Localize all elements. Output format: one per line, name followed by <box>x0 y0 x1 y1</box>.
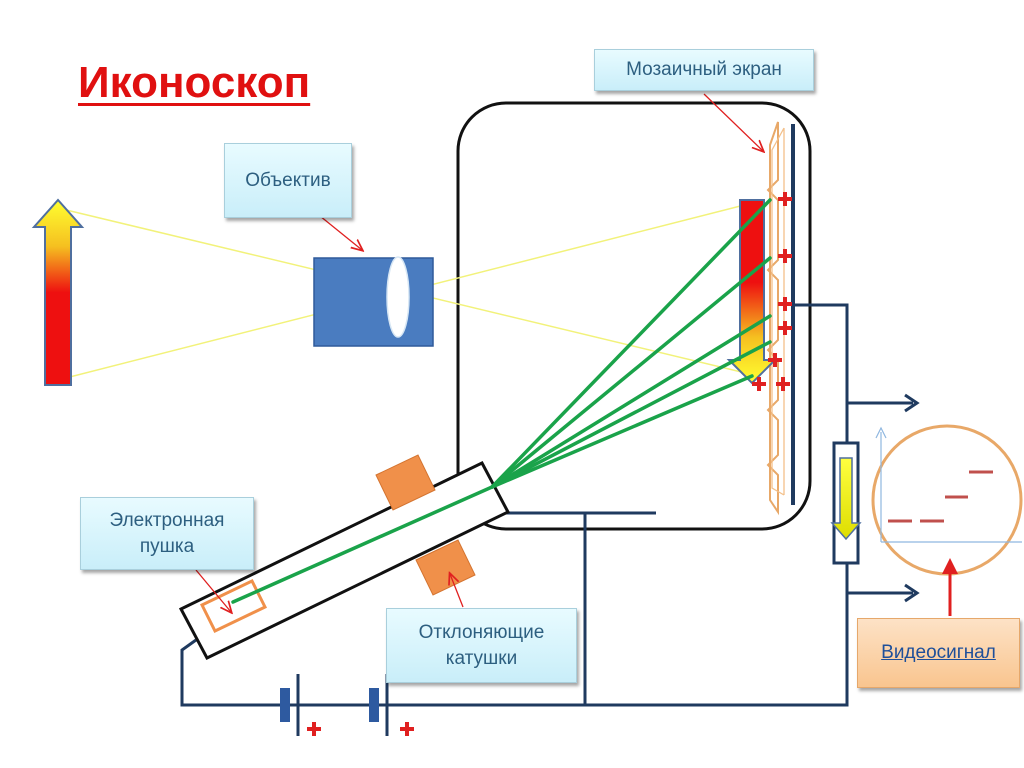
mosaic-screen <box>766 121 795 516</box>
electron-beams <box>231 198 772 604</box>
label-mosaic-screen-text: Мозаичный экран <box>626 59 782 81</box>
label-deflecting-coils: Отклоняющие катушки <box>386 608 577 683</box>
pointer-arrows <box>195 93 763 612</box>
signal-display <box>871 424 1023 576</box>
tube-envelope <box>456 101 812 531</box>
circuit-wires <box>180 303 913 707</box>
label-deflecting-coils-line1: Отклоняющие <box>418 621 545 643</box>
deflecting-coils <box>375 454 476 596</box>
page-title: Иконоскоп <box>78 58 311 107</box>
label-objective: Объектив <box>224 143 352 218</box>
label-mosaic-screen: Мозаичный экран <box>594 49 814 91</box>
label-deflecting-coils-line2: катушки <box>445 647 518 669</box>
label-video-signal: Видеосигнал <box>857 618 1020 688</box>
battery-icon <box>280 674 389 736</box>
objective-lens <box>313 256 434 347</box>
image-arrow <box>726 199 778 385</box>
plus-icon <box>752 192 792 391</box>
label-video-signal-text: Видеосигнал <box>881 642 996 663</box>
electron-gun <box>178 461 511 660</box>
output-arrow-icon <box>904 393 920 603</box>
label-electron-gun-line1: Электронная <box>109 509 225 531</box>
signal-arrow <box>830 457 862 541</box>
object-arrow <box>31 198 85 386</box>
label-objective-text: Объектив <box>245 169 331 191</box>
label-electron-gun: Электронная пушка <box>80 497 254 570</box>
video-signal-pointer <box>942 558 958 616</box>
label-electron-gun-line2: пушка <box>139 535 195 557</box>
plus-icon <box>307 722 414 736</box>
